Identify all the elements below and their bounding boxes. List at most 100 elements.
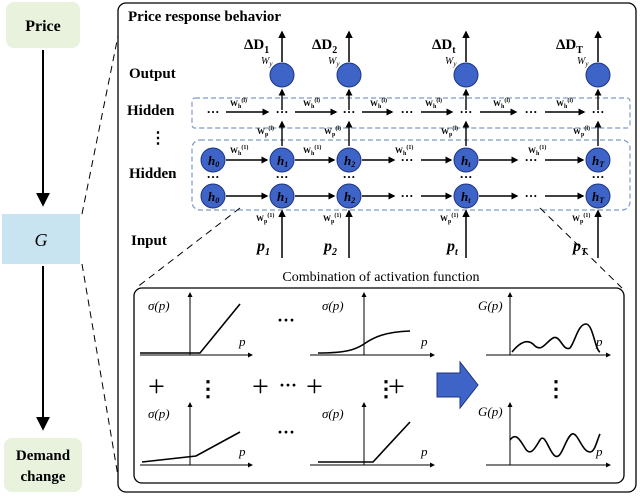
zoom-line-bottom [81,263,119,477]
hid-gap-dots-u: ··· [400,152,413,167]
demand-label-line1: Demand [16,448,71,464]
hid-gap-dots-l: ··· [400,188,413,203]
wh-top-label-2: Wh(l) [303,97,320,110]
wh-top-label-4: Wh(l) [425,97,442,110]
hid-mid-dots-T: ··· [591,169,604,184]
panel-title: Price response behavior [128,9,281,25]
wh-label-3: Wh(1) [395,144,413,157]
wp-label-2: Wp(1) [323,212,341,225]
wh-label-1: Wh(1) [230,144,248,157]
plot-g-top: G(p) p [478,292,611,358]
price-label: Price [25,18,61,35]
label-input: Input [131,233,167,249]
wh-label-2: Wh(1) [303,144,321,157]
hidden-node-lower-0: h0 [200,183,226,209]
plot-linear-bent: σ(p) p [140,402,253,468]
wp-label-1: Wp(1) [256,212,274,225]
label-output: Output [129,66,176,82]
combine-arrow [436,360,479,410]
hidtop-dots-mid2: ··· [524,104,537,119]
svg-text:h0: h0 [208,189,219,205]
svg-text:h2: h2 [344,189,355,205]
hid-mid-dots-1: ··· [275,169,288,184]
plot-linear-xlabel: p [238,444,246,459]
dots-h-bottom: ··· [277,422,295,442]
dots-h-mid: ··· [279,375,297,395]
zoom-line-hidden-left [135,207,241,289]
hidtop-dots-T: ··· [591,104,604,119]
hidtop-dots-t: ··· [459,104,472,119]
hidden-node-lower-T: hT [585,183,611,209]
plot-linear-ylabel: σ(p) [148,406,170,421]
hidtop-dots-2: ··· [342,104,355,119]
vdots-1: ⋮ [197,376,219,401]
delta-output-T: ΔDT [556,37,583,56]
wp-label-t: Wp(1) [440,212,458,225]
hidtop-dots-mid: ··· [400,104,413,119]
wp-top-label-1: Wp(l) [257,125,274,138]
delta-output-2: ΔD2 [312,37,337,56]
plot-g-top-ylabel: G(p) [478,298,503,313]
plot-g-bottom-xlabel: p [595,444,603,459]
hid-mid-dots-t: ··· [459,169,472,184]
wh-label-4: Wh(1) [528,144,546,157]
hidden-node-upper-t: ht [453,147,479,173]
hid-gap-dots-l2: ··· [524,188,537,203]
hidden-node-upper-1: h1 [269,147,295,173]
label-vertical-dots: ⋮ [150,130,166,147]
zoom-line-top [81,35,119,215]
wh-top-label-3: Wh(l) [370,97,387,110]
svg-text:ht: ht [461,189,471,205]
output-node-2 [336,62,362,88]
plot-sigmoid-ylabel: σ(p) [322,298,344,313]
svg-text:h1: h1 [277,189,288,205]
plot-sigmoid-xlabel: p [420,334,428,349]
wp-top-label-T: Wp(l) [573,125,590,138]
activation-box [133,287,625,484]
wy-label-2: Wy [328,56,340,68]
plot-relu-shifted-ylabel: σ(p) [322,406,344,421]
combination-title: Combination of activation function [282,270,479,285]
hid-mid-dots-0: ··· [206,169,219,184]
hid-mid-dots-2: ··· [342,169,355,184]
svg-text:h0: h0 [208,153,219,169]
input-p-T: pT [571,238,588,258]
hidden-node-upper-2: h2 [336,147,362,173]
hidden-node-upper-T: hT [585,147,611,173]
plus-4: + [388,370,405,403]
plot-g-top-xlabel: p [595,334,603,349]
hid-gap-dots-u2: ··· [524,152,537,167]
g-label: G [35,230,48,250]
price-response-panel [117,2,637,493]
g-box [2,214,80,264]
plot-relu-shifted-xlabel: p [420,444,428,459]
wh-top-label-5: Wh(l) [493,97,510,110]
hidden-dashed-box [191,139,631,211]
svg-text:hT: hT [592,153,605,169]
label-hidden-top: Hidden [127,103,175,119]
vdots-3: ⋮ [545,376,567,401]
vdots-2: ⋮ [375,376,397,401]
hidden-node-upper-0: h0 [200,147,226,173]
wy-label-t: Wy [445,56,457,68]
plot-g-bottom-ylabel: G(p) [478,404,503,419]
label-hidden: Hidden [129,166,177,182]
hidtop-dots-1: ··· [275,104,288,119]
plot-sigmoid: σ(p) p [310,292,435,358]
hidden-node-lower-1: h1 [269,183,295,209]
wp-top-label-2: Wp(l) [324,125,341,138]
plus-1: + [148,370,165,403]
wy-label-T: Wy [577,56,589,68]
plot-relu: σ(p) p [140,292,253,358]
svg-text:ht: ht [461,153,471,169]
plot-g-bottom: G(p) p [478,402,611,468]
svg-text:hT: hT [592,189,605,205]
svg-text:h2: h2 [344,153,355,169]
output-node-t [453,62,479,88]
input-p-t: pt [445,238,459,258]
dots-h-top: ··· [277,310,295,330]
hidden-top-dashed-box [191,97,631,129]
hidden-node-lower-t: ht [453,183,479,209]
input-p-2: p2 [322,238,337,258]
